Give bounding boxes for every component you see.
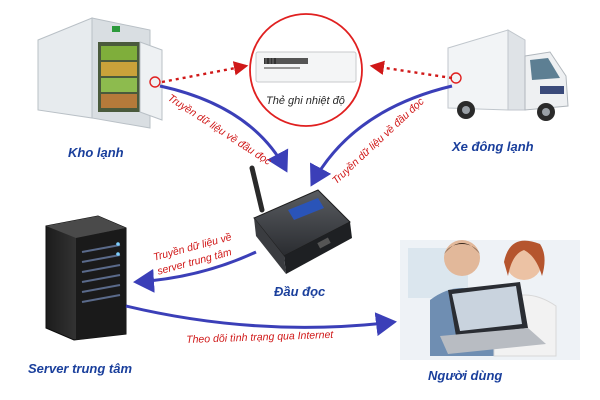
reader-illustration	[249, 165, 352, 274]
user-illustration	[400, 240, 580, 360]
node-label-cold-storage: Kho lạnh	[68, 145, 124, 160]
temperature-tag-illustration	[249, 13, 363, 127]
edge-truck-to-tag	[369, 60, 453, 80]
server-illustration	[45, 215, 127, 341]
edge-storage-to-tag	[161, 61, 249, 84]
node-label-user: Người dùng	[428, 368, 503, 383]
node-label-refrigerated-truck: Xe đông lạnh	[452, 139, 534, 154]
edge-server-to-user	[125, 304, 397, 337]
node-label-reader: Đầu đọc	[274, 284, 326, 299]
cold-storage-illustration	[37, 17, 163, 129]
edge-reader-to-server	[133, 250, 257, 293]
edge-storage-to-reader	[159, 84, 289, 173]
refrigerated-truck-illustration	[447, 29, 569, 121]
node-label-temperature-tag: Thẻ ghi nhiệt độ	[266, 95, 345, 107]
node-label-central-server: Server trung tâm	[28, 361, 133, 376]
edge-truck-to-reader	[310, 84, 453, 187]
